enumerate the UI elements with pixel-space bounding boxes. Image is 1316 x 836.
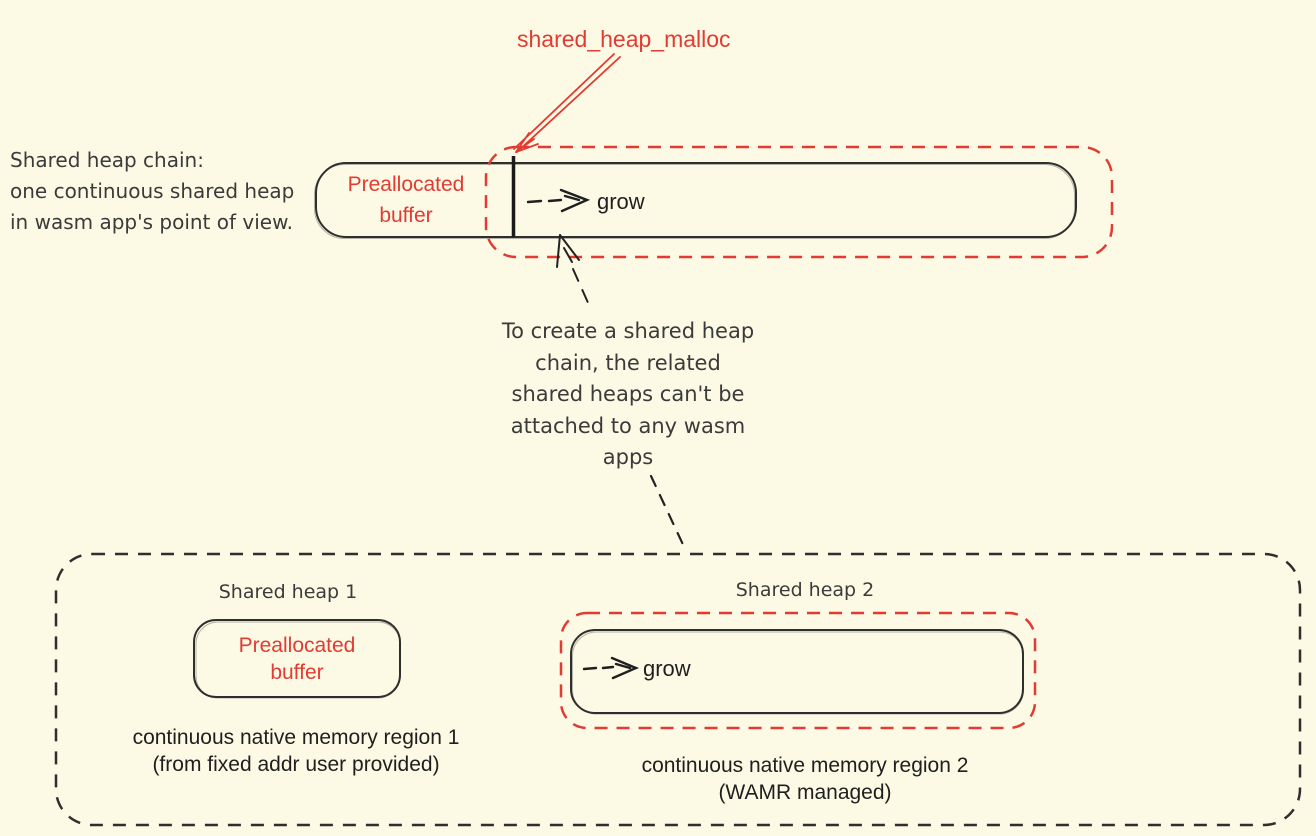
region-1-caption-line: (from fixed addr user provided) — [152, 753, 440, 776]
create-note-line: chain, the related — [535, 350, 721, 375]
chain-note-line: one continuous shared heap — [10, 179, 295, 203]
region-2-caption-line: (WAMR managed) — [718, 781, 892, 804]
shared-heap-2-title: Shared heap 2 — [735, 579, 875, 601]
preallocated-buffer-label-line: Preallocated — [347, 173, 465, 196]
preallocated-buffer-label-2: Preallocated buffer — [194, 620, 400, 697]
chain-note-line: in wasm app's point of view. — [10, 210, 293, 234]
preallocated-buffer-label-2-line: buffer — [270, 660, 324, 684]
create-note: To create a shared heap chain, the relat… — [448, 316, 808, 474]
chain-note-line: Shared heap chain: — [10, 148, 204, 172]
preallocated-buffer-label-2-line: Preallocated — [238, 633, 356, 657]
shared-heap-chain-outline — [484, 145, 1114, 259]
preallocated-buffer-label: Preallocated buffer — [325, 169, 487, 231]
create-note-line: shared heaps can't be — [511, 382, 745, 406]
heap-2-bar — [570, 629, 1024, 715]
create-note-line: To create a shared heap — [501, 319, 755, 343]
region-2-caption: continuous native memory region 2 (WAMR … — [625, 752, 985, 806]
malloc-arrow-icon — [513, 53, 621, 153]
attach-pointer-icon — [556, 234, 590, 306]
grow-label-2: grow — [643, 656, 691, 681]
create-note-line: attached to any wasm — [510, 413, 746, 438]
malloc-label: shared_heap_malloc — [517, 26, 731, 52]
connector-line — [649, 474, 688, 553]
region-1-caption-line: continuous native memory region 1 — [132, 726, 460, 749]
shared-heap-2-outline — [559, 611, 1037, 730]
preallocated-buffer-label-line: buffer — [379, 204, 433, 227]
shared-heap-1-title: Shared heap 1 — [218, 581, 358, 603]
region-2-caption-line: continuous native memory region 2 — [641, 754, 969, 777]
grow-label: grow — [597, 189, 645, 214]
create-note-line: apps — [602, 445, 654, 469]
chain-note: Shared heap chain: one continuous shared… — [10, 145, 294, 238]
grow-arrow-2-icon — [582, 656, 640, 680]
region-1-caption: continuous native memory region 1 (from … — [116, 724, 476, 778]
grow-arrow-icon — [526, 188, 591, 213]
